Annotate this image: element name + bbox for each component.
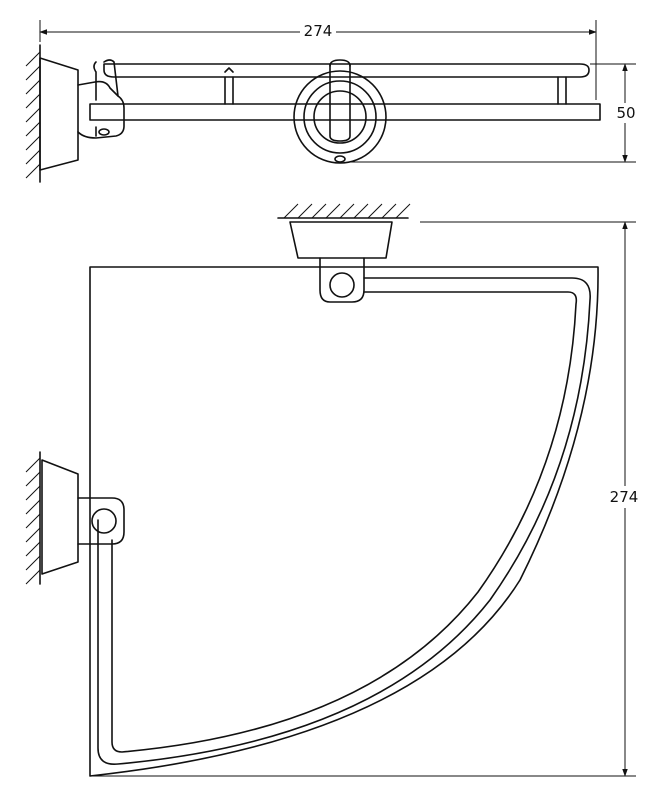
width-dimension-label: 274 xyxy=(304,22,333,40)
plan-top-bracket xyxy=(319,257,365,303)
wall-hatch-plan-top xyxy=(277,203,411,219)
plan-left-bracket xyxy=(77,497,125,545)
depth-dimension-label: 274 xyxy=(610,488,639,506)
round-mount-top xyxy=(293,59,387,164)
wall-hatch-top xyxy=(25,44,41,183)
wall-hatch-plan-left xyxy=(25,451,41,585)
plan-rail-outer xyxy=(97,277,591,765)
plan-glass-shelf xyxy=(89,266,599,777)
glass-shelf xyxy=(89,103,601,121)
plan-view: 274 xyxy=(25,203,644,777)
depth-dimension: 274 xyxy=(92,221,644,777)
plan-left-mount-block xyxy=(41,459,79,575)
height-dimension-label: 50 xyxy=(616,104,635,122)
front-elevation-view: 274 50 xyxy=(25,20,640,183)
plan-rail-inner xyxy=(111,291,578,753)
bracket-top xyxy=(77,80,125,139)
plan-top-mount-block xyxy=(289,221,393,259)
height-dimension: 50 xyxy=(350,63,640,163)
upper-rail xyxy=(103,63,590,78)
wall-mount-block xyxy=(39,57,79,171)
width-dimension: 274 xyxy=(39,20,597,100)
